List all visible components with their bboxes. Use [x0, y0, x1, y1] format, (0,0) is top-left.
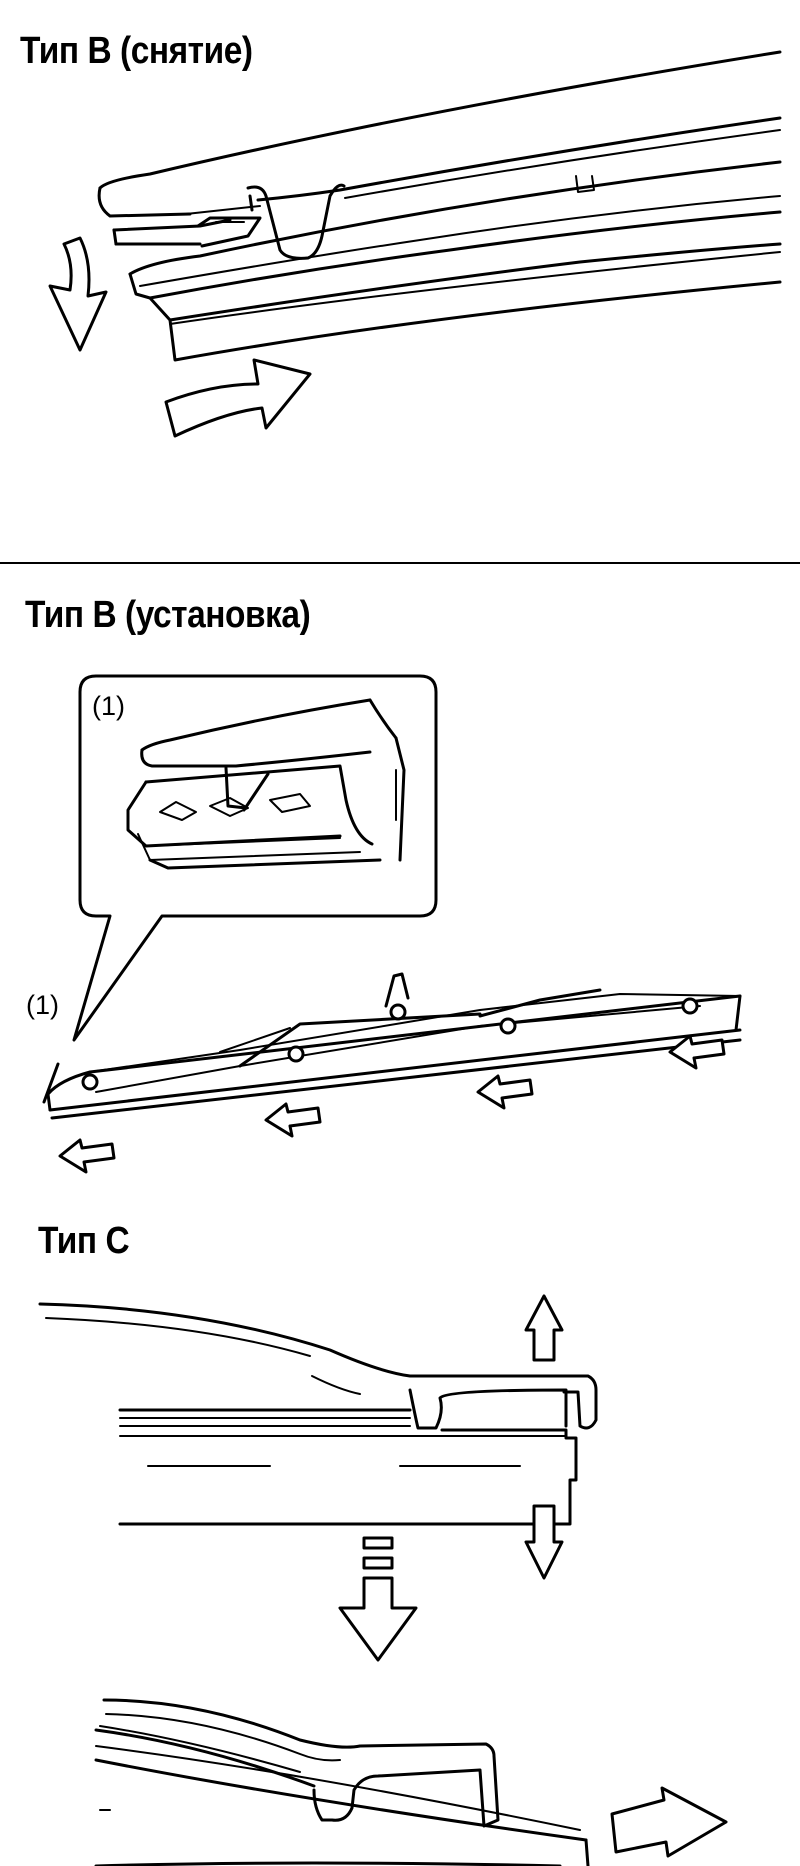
- wiper-arm: [97, 50, 782, 260]
- section-title-installation: Тип B (установка): [25, 594, 311, 636]
- section-title-removal: Тип B (снятие): [20, 30, 253, 72]
- type-c-blade-lower: [94, 1728, 590, 1866]
- blade-holder: [112, 216, 262, 248]
- section-divider: [0, 562, 800, 564]
- arrow-left-icon: [476, 1074, 534, 1110]
- arrow-down-icon: [524, 1504, 564, 1580]
- arrow-right-icon: [610, 1786, 728, 1858]
- arrow-left-icon: [668, 1034, 726, 1070]
- wiper-blade-install: [42, 972, 742, 1120]
- arrow-left-icon: [58, 1138, 116, 1174]
- wiper-blade: [128, 160, 782, 362]
- diagram-type-b-installation: [42, 674, 742, 1174]
- type-c-blade-upper: [118, 1408, 578, 1526]
- section-title-type-c: Тип C: [38, 1220, 130, 1262]
- callout-label-inset: (1): [92, 691, 125, 721]
- callout-label-blade: (1): [26, 990, 59, 1020]
- type-c-arm-upper: [38, 1302, 598, 1430]
- diagram-type-b-removal: [48, 50, 782, 438]
- type-c-arm-lower: [99, 1698, 500, 1828]
- transition-arrow-icon: [338, 1536, 418, 1662]
- arrow-down-curved-icon: [48, 236, 108, 352]
- arrow-left-icon: [264, 1102, 322, 1138]
- arrow-up-icon: [524, 1294, 564, 1362]
- arrow-right-curved-icon: [164, 358, 312, 438]
- callout-inset-frame: [72, 674, 438, 1042]
- inset-detail: [126, 698, 406, 870]
